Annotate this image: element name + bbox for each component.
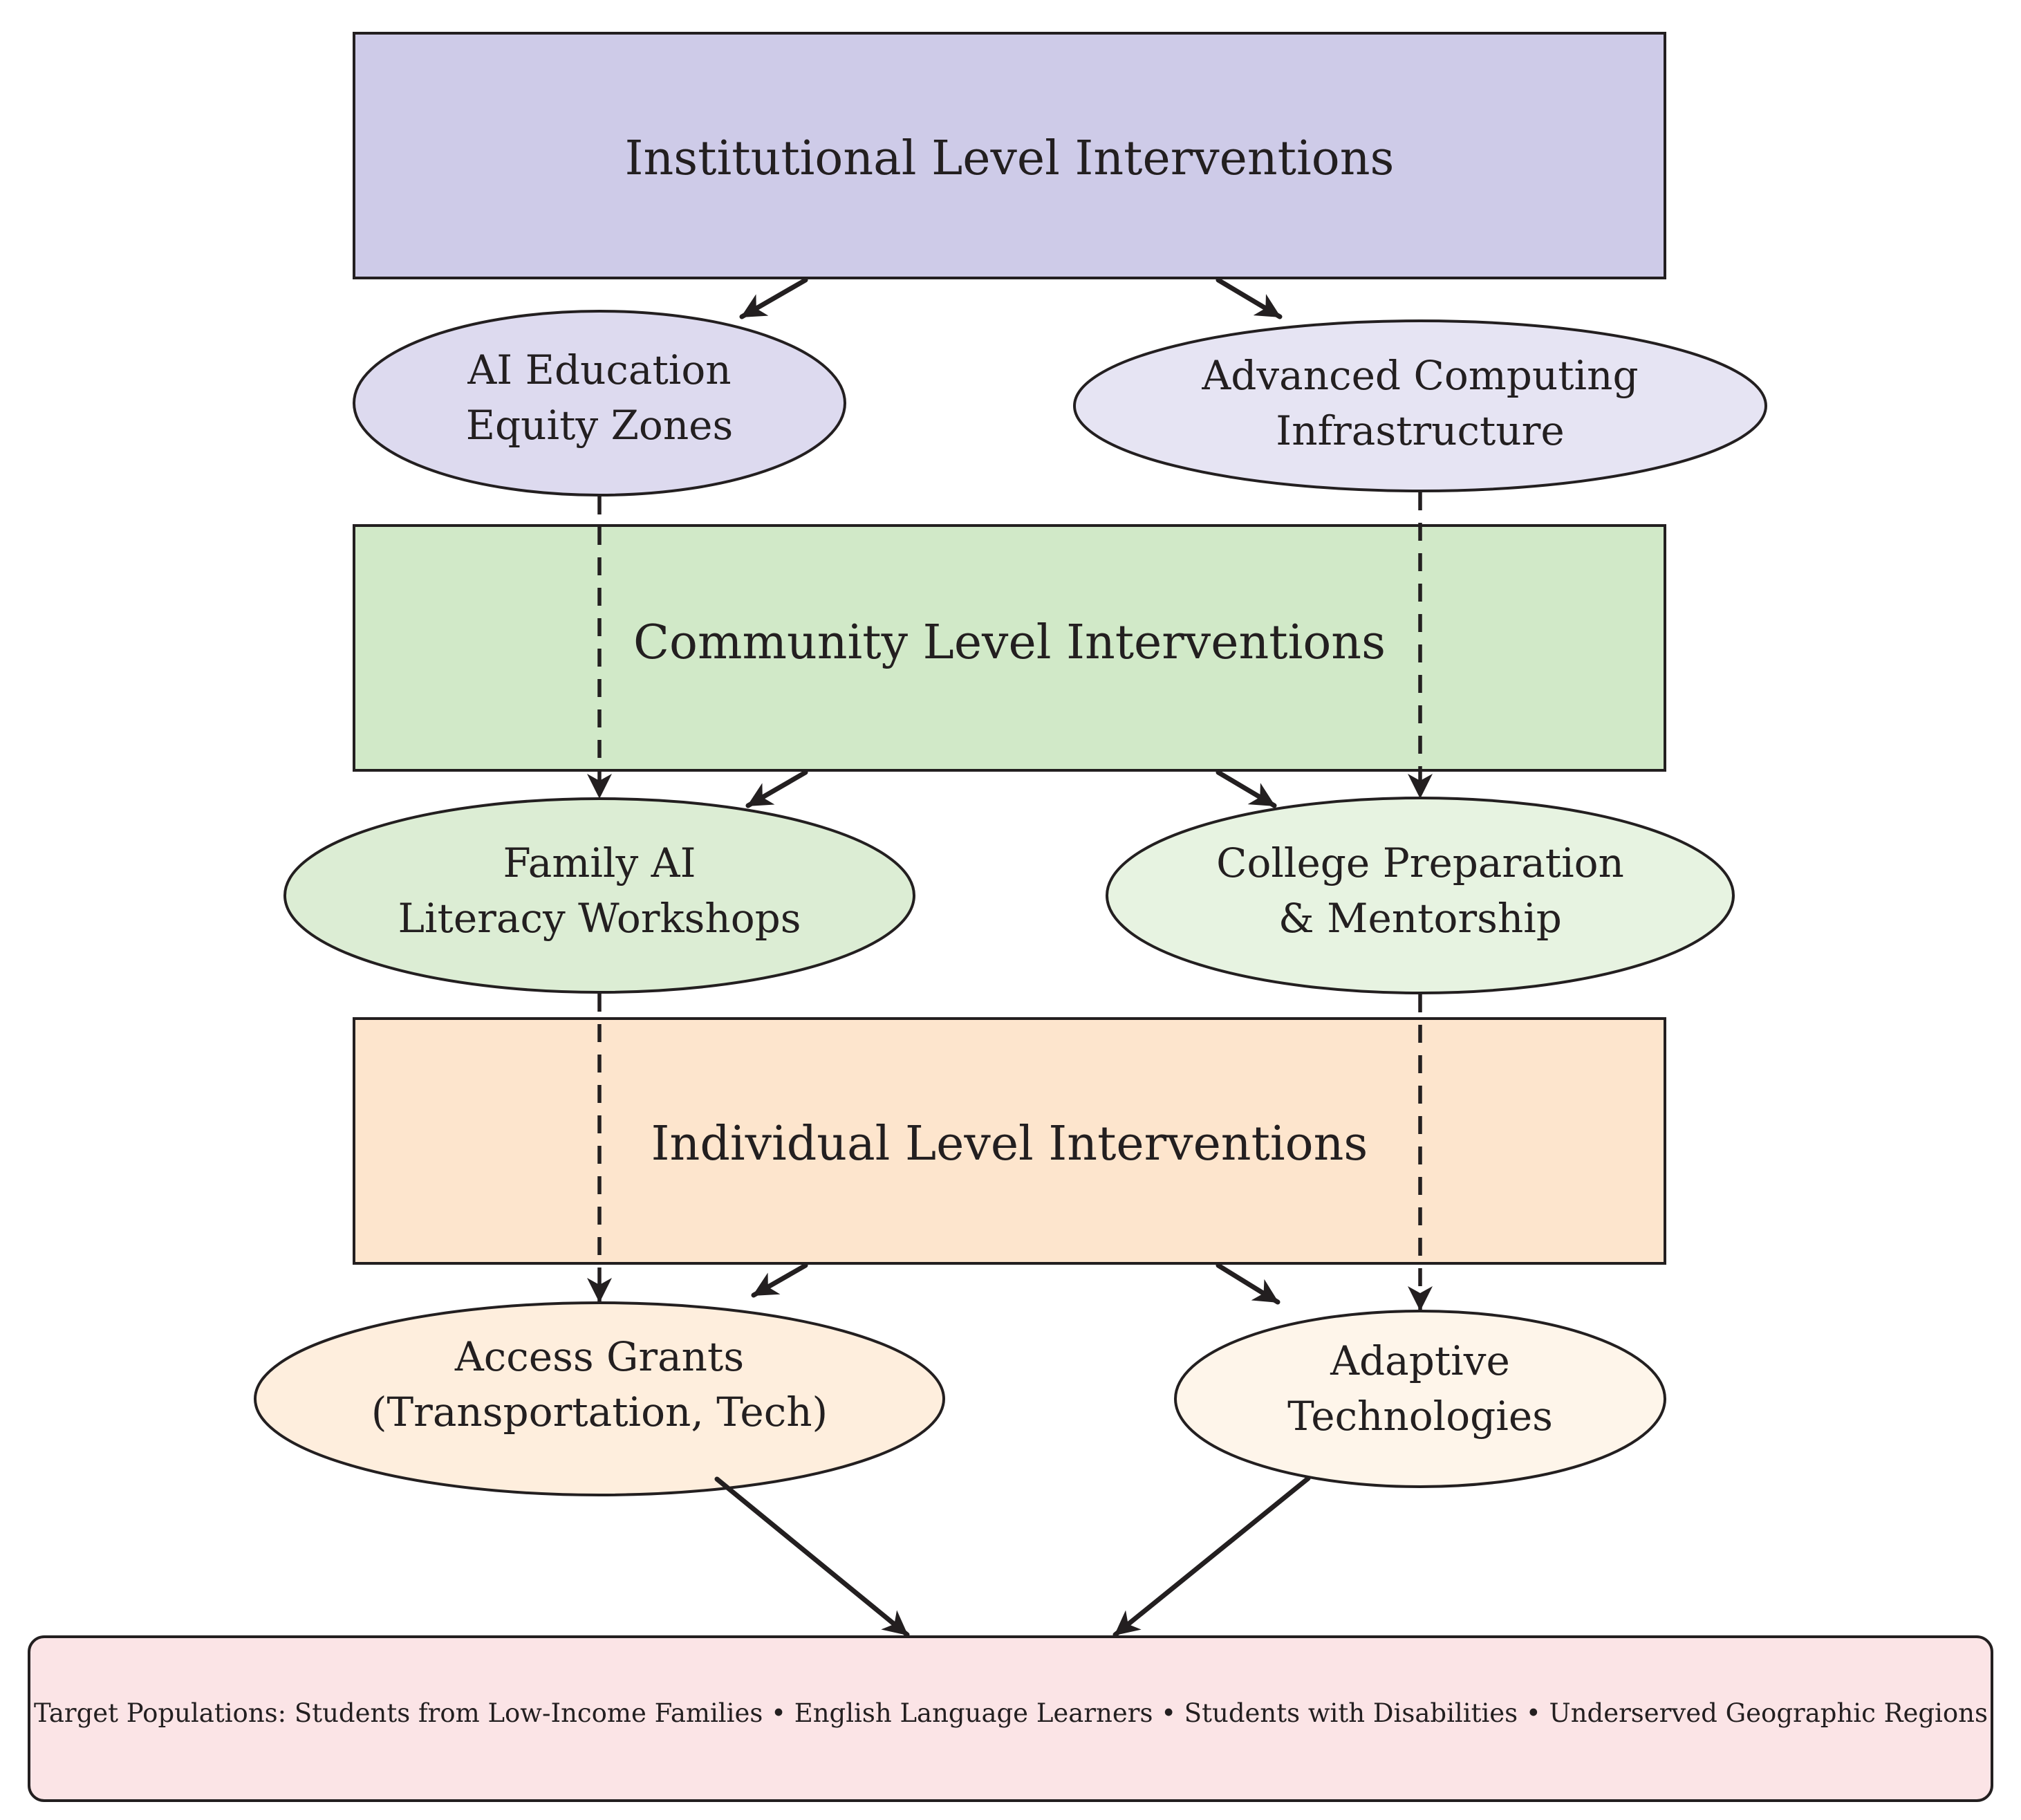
access-grants-label-line2: (Transportation, Tech) <box>371 1389 828 1436</box>
arrow-individual-to-access-grants <box>751 1263 808 1298</box>
access-grants-label-line1: Access Grants <box>454 1333 744 1380</box>
advanced-computing-infrastructure-node <box>1073 319 1767 492</box>
ai-education-equity-zones-node <box>353 310 846 496</box>
college-preparation-mentorship-label-line2: & Mentorship <box>1278 895 1562 942</box>
family-ai-literacy-workshops-label-line2: Literacy Workshops <box>398 895 801 942</box>
institutional-level-box <box>353 32 1666 279</box>
arrow-institutional-to-equity-zones <box>739 277 808 319</box>
community-level-title: Community Level Interventions <box>633 615 1386 670</box>
institutional-level-title: Institutional Level Interventions <box>625 131 1395 186</box>
family-ai-literacy-workshops-label-line1: Family AI <box>503 839 696 886</box>
community-level-box <box>353 524 1666 772</box>
advanced-computing-infrastructure-label-line1: Advanced Computing <box>1201 352 1638 399</box>
access-grants-node <box>254 1301 945 1496</box>
arrow-adaptive-technologies-to-target <box>1112 1476 1311 1637</box>
arrow-individual-to-adaptive-technologies <box>1216 1263 1280 1305</box>
target-populations-text: Target Populations: Students from Low-In… <box>34 1698 1988 1728</box>
individual-level-box <box>353 1017 1666 1265</box>
adaptive-technologies-label-line2: Technologies <box>1287 1393 1553 1440</box>
ai-education-equity-zones-label-line2: Equity Zones <box>466 402 734 449</box>
ai-education-equity-zones-label-line1: AI Education <box>467 346 731 393</box>
adaptive-technologies-node <box>1174 1310 1666 1488</box>
target-populations-box <box>28 1635 1993 1802</box>
college-preparation-mentorship-label-line1: College Preparation <box>1216 839 1624 886</box>
adaptive-technologies-label-line1: Adaptive <box>1330 1337 1510 1384</box>
individual-level-title: Individual Level Interventions <box>651 1117 1368 1171</box>
arrow-community-to-college-preparation <box>1216 770 1277 808</box>
advanced-computing-infrastructure-label-line2: Infrastructure <box>1276 407 1564 454</box>
arrow-access-grants-to-target <box>714 1476 910 1637</box>
arrow-institutional-to-computing-infrastructure <box>1216 277 1283 319</box>
family-ai-literacy-workshops-node <box>283 797 915 994</box>
arrow-community-to-family-workshops <box>745 770 808 808</box>
